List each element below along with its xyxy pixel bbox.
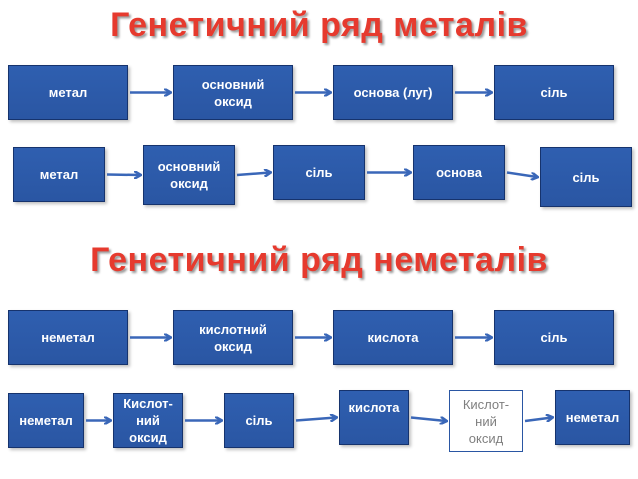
arrow-row2-4: [506, 171, 537, 178]
node-label: сіль: [245, 413, 273, 428]
node-label: кислота: [367, 330, 419, 345]
arrow-row2-1: [106, 175, 140, 176]
node-label: метал: [39, 167, 79, 182]
node-row4-6: неметал: [555, 390, 630, 445]
node-row2-4: основа: [413, 145, 505, 200]
node-label: неметал: [41, 330, 95, 345]
arrow-row4-4: [410, 416, 446, 422]
node-label: основа: [436, 165, 482, 180]
node-label: кислота: [348, 400, 400, 415]
arrow-row2-2: [236, 173, 270, 176]
node-row4-4: кислота: [339, 390, 409, 445]
node-label: сіль: [540, 85, 568, 100]
node-row1-1: метал: [8, 65, 128, 120]
node-label: неметал: [19, 413, 73, 428]
node-label: неметал: [565, 410, 620, 425]
node-label: сіль: [305, 165, 333, 180]
node-row1-4: сіль: [494, 65, 614, 120]
node-row4-3: сіль: [224, 393, 294, 448]
node-row2-5: сіль: [540, 147, 632, 207]
node-label: сіль: [540, 330, 568, 345]
arrow-row4-3: [295, 418, 336, 421]
title-nonmetals: Генетичний ряд неметалів: [90, 241, 548, 279]
arrow-row4-5: [524, 418, 552, 423]
node-row3-1: неметал: [8, 310, 128, 365]
node-row2-3: сіль: [273, 145, 365, 200]
node-label: метал: [48, 85, 88, 100]
node-label: основа (луг): [353, 85, 433, 100]
node-row1-3: основа (луг): [333, 65, 453, 120]
title-metals: Генетичний ряд металів: [110, 6, 528, 44]
node-row4-1: неметал: [8, 393, 84, 448]
node-row3-4: сіль: [494, 310, 614, 365]
node-row2-1: метал: [13, 147, 105, 202]
node-row3-3: кислота: [333, 310, 453, 365]
node-label: сіль: [572, 169, 600, 185]
